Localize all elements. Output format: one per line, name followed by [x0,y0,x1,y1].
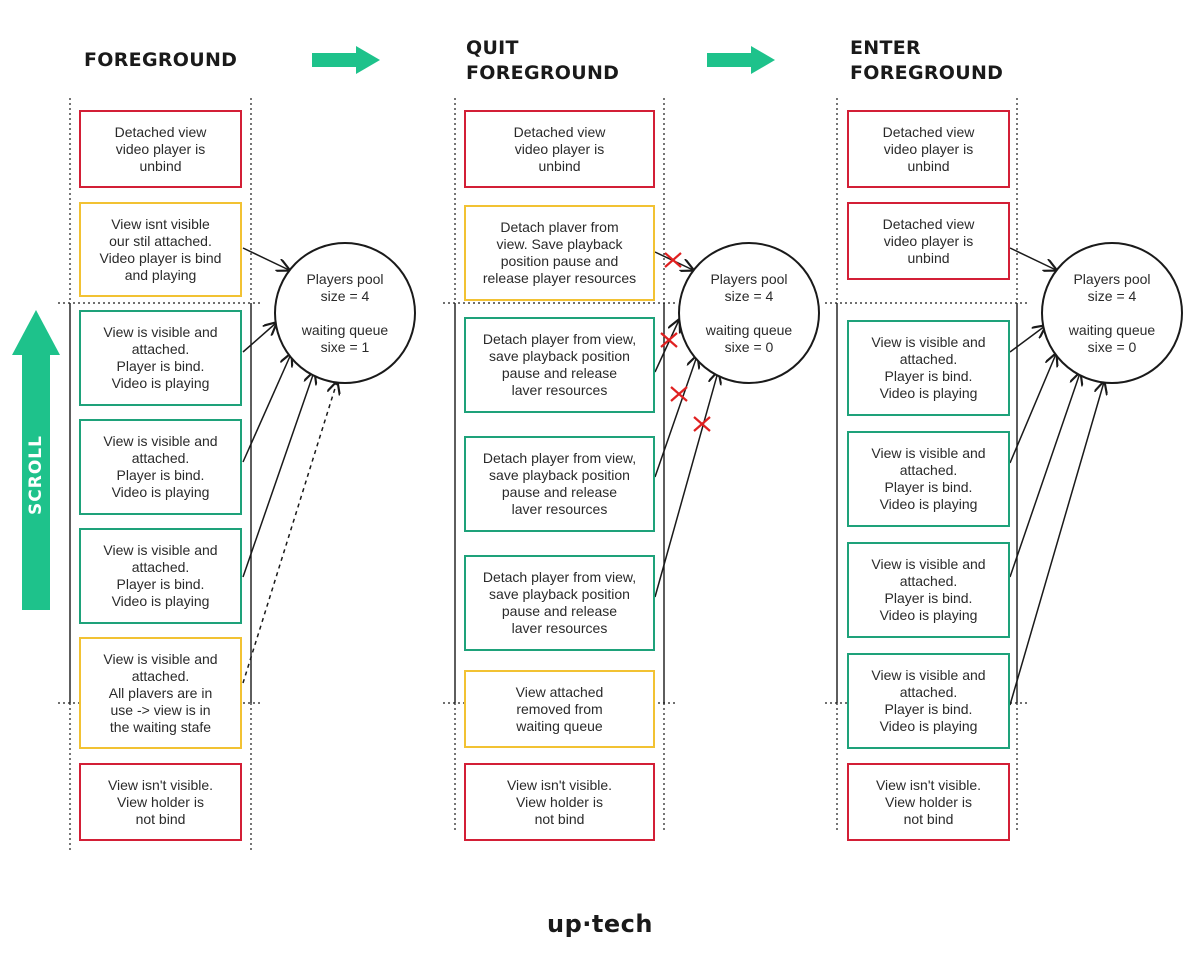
connections-foreground [242,247,337,684]
quit-box-2: Detach plaver from view. Save playback p… [464,205,655,301]
transition-arrow-1 [312,46,380,74]
players-pool-enter: Players pool size = 4 waiting queue sixe… [1041,242,1183,384]
enter-box-5: View is visible and attached. Player is … [847,542,1010,638]
cross-marks [660,252,711,432]
quit-box-1: Detached view video player is unbind [464,110,655,188]
quit-box-6: View attached removed from waiting queue [464,670,655,748]
fg-box-6: View is visible and attached. All plaver… [79,637,242,749]
quit-box-3: Detach player from view, save playback p… [464,317,655,413]
fg-box-1: Detached view video player is unbind [79,110,242,188]
connections-enter [1009,247,1104,706]
connections-quit [654,251,718,598]
fg-box-4: View is visible and attached. Player is … [79,419,242,515]
transition-arrow-2 [707,46,775,74]
title-enter-foreground: ENTER FOREGROUND [850,37,1004,84]
title-quit-foreground: QUIT FOREGROUND [466,37,620,84]
quit-box-5: Detach player from view, save playback p… [464,555,655,651]
fg-box-3: View is visible and attached. Player is … [79,310,242,406]
enter-box-4: View is visible and attached. Player is … [847,431,1010,527]
uptech-logo: up·tech [547,910,653,938]
enter-box-2: Detached view video player is unbind [847,202,1010,280]
fg-box-7: View isn't visible. View holder is not b… [79,763,242,841]
fg-box-5: View is visible and attached. Player is … [79,528,242,624]
scroll-label: SCROLL [26,435,46,515]
players-pool-foreground: Players pool size = 4 waiting queue sixe… [274,242,416,384]
players-pool-quit: Players pool size = 4 waiting queue sixe… [678,242,820,384]
enter-box-1: Detached view video player is unbind [847,110,1010,188]
enter-box-7: View isn't visible. View holder is not b… [847,763,1010,841]
quit-box-4: Detach player from view, save playback p… [464,436,655,532]
quit-box-7: View isn't visible. View holder is not b… [464,763,655,841]
title-foreground: FOREGROUND [84,49,238,71]
scroll-arrow [12,310,60,610]
enter-box-3: View is visible and attached. Player is … [847,320,1010,416]
fg-box-2: View isnt visible our stil attached. Vid… [79,202,242,297]
enter-box-6: View is visible and attached. Player is … [847,653,1010,749]
